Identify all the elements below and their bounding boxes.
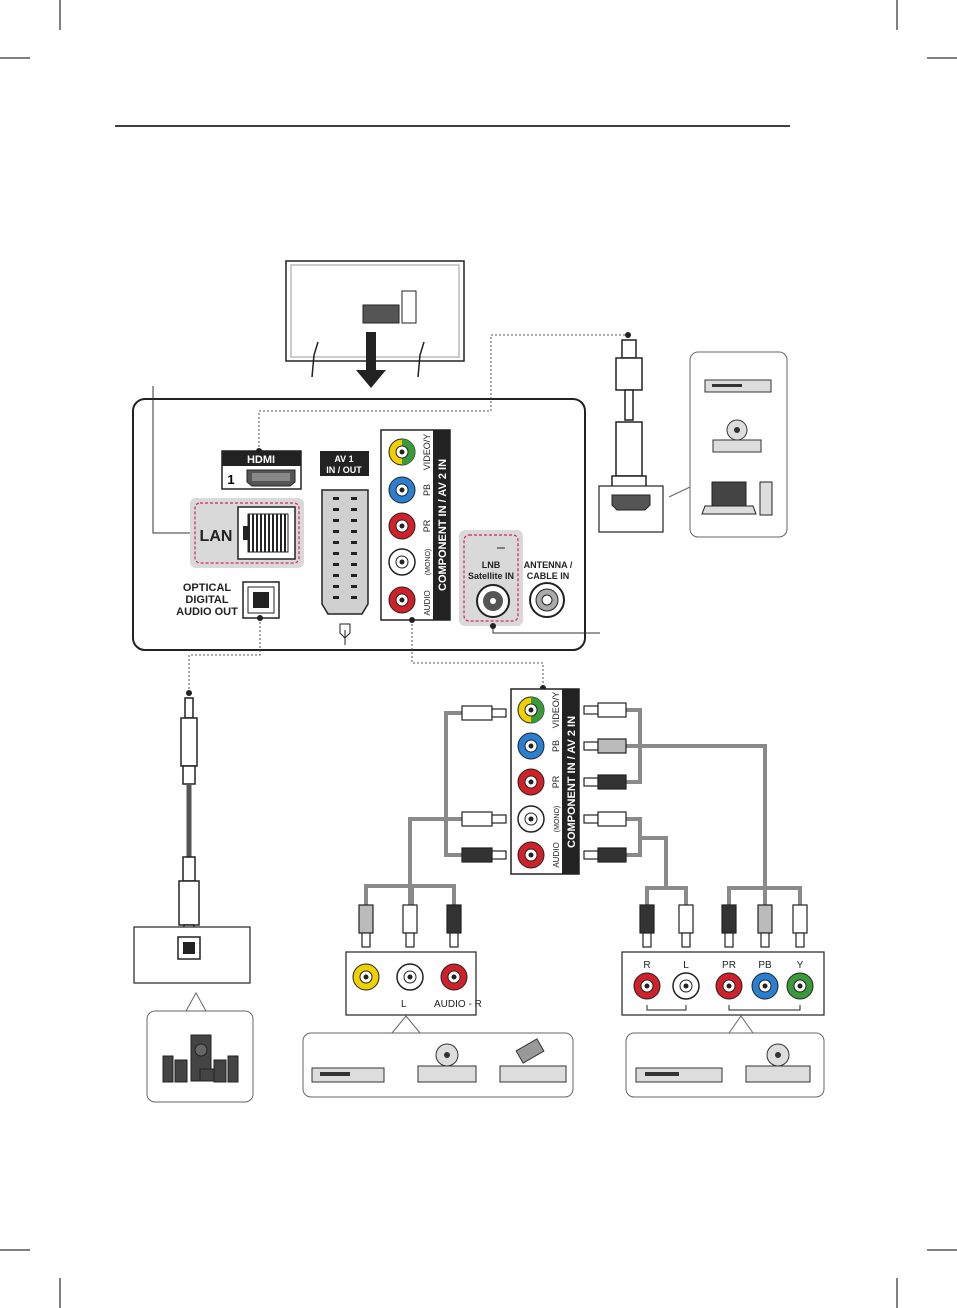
lnb-label-1: LNB <box>482 560 501 570</box>
component-plugs <box>640 905 807 947</box>
comp-pr-label: PR <box>722 960 736 971</box>
comp-y-label: Y <box>797 960 804 971</box>
lnb-label-2: Satellite IN <box>468 571 514 581</box>
comp-l-label: L <box>683 960 689 971</box>
antenna-label-2: CABLE IN <box>527 571 570 581</box>
component-title-rear: COMPONENT IN / AV 2 IN <box>437 459 449 591</box>
pr-label-detail: PR <box>551 775 561 788</box>
hdmi-cable <box>612 340 646 490</box>
lan-port: LAN <box>190 498 304 568</box>
mono-label-detail: (MONO) <box>554 806 561 832</box>
component-title-detail: COMPONENT IN / AV 2 IN <box>566 716 578 848</box>
optical-label-2: DIGITAL <box>185 594 228 606</box>
optical-label-3: AUDIO OUT <box>176 606 238 618</box>
optical-device-socket <box>134 927 250 983</box>
tv-rear-illustration <box>286 261 464 388</box>
antenna-label-1: ANTENNA / <box>524 560 573 570</box>
hdmi-port: HDMI 1 <box>222 451 301 489</box>
video-label-detail: VIDEO/Y <box>551 692 561 729</box>
composite-plugs <box>359 905 461 947</box>
composite-audio-r-label: AUDIO - R <box>434 999 482 1010</box>
dvd-player-icon <box>705 380 771 392</box>
av1-label-1: AV 1 <box>334 454 353 464</box>
comp-pb-label: PB <box>758 960 772 971</box>
component-panel-detail: COMPONENT IN / AV 2 IN VIDEO/Y PB PR (MO… <box>511 689 579 874</box>
hdmi-source-devices <box>669 352 787 537</box>
optical-port: OPTICAL DIGITAL AUDIO OUT <box>176 582 279 618</box>
dvd-player-icon <box>636 1068 722 1082</box>
pb-label-rear: PB <box>422 484 432 496</box>
hdmi-logo: HDMI <box>247 454 275 466</box>
pr-label-rear: PR <box>422 519 432 532</box>
component-source-panel: R L PR PB Y <box>622 952 824 1015</box>
lan-label: LAN <box>200 528 233 545</box>
av1-label-2: IN / OUT <box>326 465 362 475</box>
rca-cables <box>366 710 800 905</box>
composite-l-label: L <box>401 999 407 1010</box>
dvd-player-icon <box>312 1068 384 1082</box>
audio-label-detail: AUDIO <box>552 842 561 867</box>
audio-label-rear: AUDIO <box>423 590 432 615</box>
comp-r-label: R <box>643 960 650 971</box>
mono-label-rear: (MONO) <box>425 549 432 575</box>
optical-label-1: OPTICAL <box>183 582 232 594</box>
rca-plugs-right <box>584 703 626 862</box>
laptop-icon <box>702 482 772 515</box>
optical-cable <box>179 698 199 941</box>
pb-label-detail: PB <box>551 740 561 752</box>
hdmi-port-number: 1 <box>227 472 234 487</box>
rca-plugs-left <box>462 706 506 862</box>
composite-source-panel: L AUDIO - R <box>346 952 482 1015</box>
component-panel-rear: COMPONENT IN / AV 2 IN VIDEO/Y PB PR (MO… <box>381 430 450 620</box>
video-label-rear: VIDEO/Y <box>422 434 432 471</box>
home-theater-group <box>147 993 253 1102</box>
component-devices-group <box>626 1016 824 1097</box>
lnb-port: LNB Satellite IN <box>459 530 523 626</box>
hdmi-device-socket <box>599 486 663 532</box>
composite-devices-group <box>303 1016 573 1097</box>
